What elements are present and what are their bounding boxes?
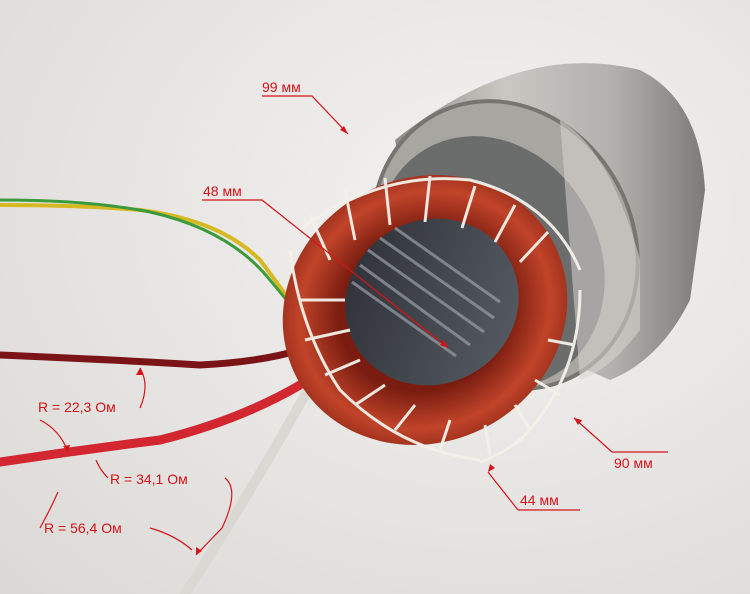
label-inner-diameter: 48 мм: [203, 183, 242, 199]
label-resistance-1: R = 22,3 Ом: [38, 399, 116, 415]
line-r3: [39, 491, 193, 551]
dark-red-wire: [0, 346, 304, 369]
line-99mm: [262, 95, 349, 135]
red-wire: [0, 380, 305, 467]
arrowheads: [63, 126, 582, 555]
annotation-lines: [39, 95, 668, 556]
label-housing-diameter: 90 мм: [614, 455, 653, 471]
label-stack-length: 44 мм: [520, 492, 559, 508]
line-44mm: [487, 471, 580, 511]
line-r2: [95, 459, 233, 556]
line-90mm: [573, 417, 668, 453]
label-outer-diameter: 99 мм: [262, 79, 301, 95]
label-resistance-2: R = 34,1 Ом: [110, 471, 188, 487]
label-resistance-3: R = 56,4 Ом: [44, 520, 122, 536]
copper-winding: [282, 175, 582, 464]
white-wire: [180, 390, 310, 594]
line-48mm: [202, 199, 449, 349]
yellow-green-wire: [0, 203, 312, 332]
